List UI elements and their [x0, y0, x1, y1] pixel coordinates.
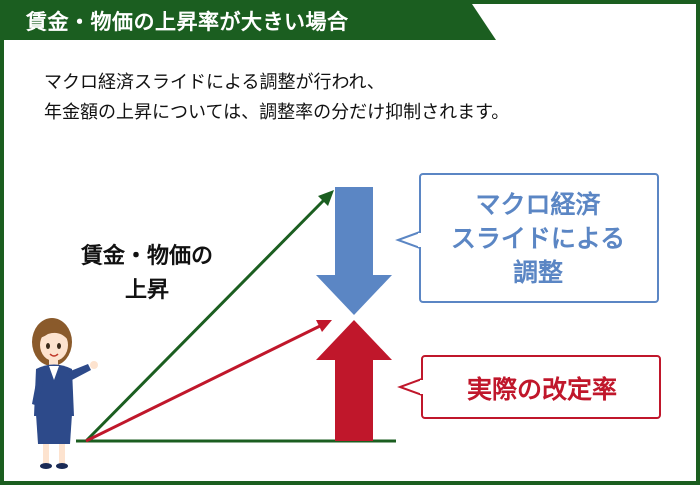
macro-bubble-line-2: スライドによる	[450, 224, 626, 253]
macro-bubble-line-3: 調整	[512, 258, 563, 287]
actual-revision-block-arrow	[316, 320, 392, 441]
actual-revision-bubble-text: 実際の改定率	[466, 375, 617, 404]
macro-slide-bubble	[395, 173, 659, 303]
wage-price-label-line-2: 上昇	[124, 278, 169, 303]
arrow-diagram	[32, 173, 661, 469]
page-title: 賃金・物価の上昇率が大きい場合	[26, 10, 349, 34]
wage-price-label-line-1: 賃金・物価の	[80, 244, 213, 269]
macro-adjustment-arrow	[316, 187, 392, 315]
wage-price-rise-label: 賃金・物価の 上昇	[62, 240, 232, 308]
woman-presenter-illustration	[32, 318, 98, 469]
title-banner	[4, 4, 496, 40]
description-line-2: 年金額の上昇については、調整率の分だけ抑制されます。	[44, 102, 510, 123]
wage-price-arrow	[84, 190, 334, 443]
macro-bubble-line-1: マクロ経済	[475, 190, 601, 219]
macro-slide-bubble-text: マクロ経済 スライドによる 調整	[422, 188, 654, 290]
actual-revision-arrow	[85, 320, 332, 443]
actual-revision-bubble	[397, 355, 661, 419]
description-line-1: マクロ経済スライドによる調整が行われ、	[44, 72, 385, 93]
